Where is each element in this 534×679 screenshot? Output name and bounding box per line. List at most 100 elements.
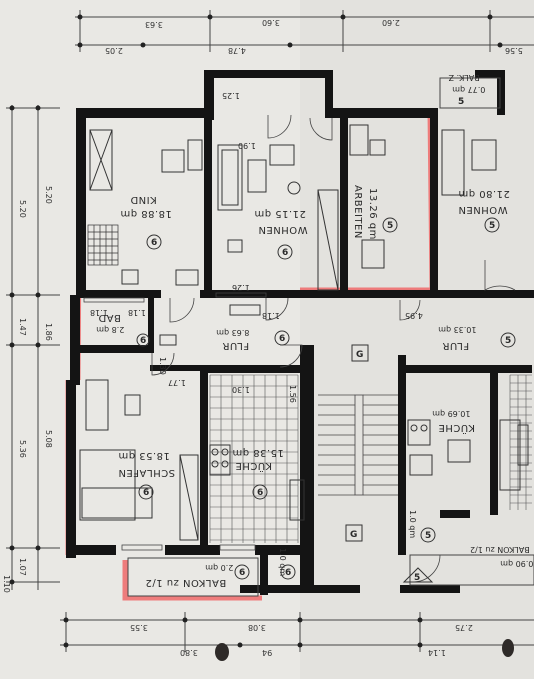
dim-inner-3: 1.26 — [232, 283, 250, 292]
room-abstell-area: 1.0 qm — [278, 548, 287, 576]
room-wohnen: WOHNEN 21.15 qm 6 — [254, 208, 308, 260]
room-wohnen-num: 6 — [282, 248, 288, 258]
dim-bottom-6: 1.14 — [428, 648, 446, 657]
room-arbeiten-badge — [382, 217, 398, 233]
room-kind-area: 18.88 qm — [120, 208, 172, 219]
room-flur-right-name: FLUR — [442, 340, 469, 351]
dim-left-outer-5: 1.10 — [2, 575, 11, 593]
dim-inner-2: 1.90 — [238, 141, 256, 150]
room-wohnen-right-name: WOHNEN — [458, 204, 508, 215]
room-wohnen-right-badge — [484, 217, 500, 233]
room-flur-num: 6 — [279, 334, 285, 344]
room-kueche-num: 6 — [257, 488, 263, 498]
room-kueche-right-area: 10.69 qm — [432, 409, 471, 418]
room-abstell: 1.0 qm 6 — [278, 548, 296, 580]
room-kueche-badge — [252, 484, 268, 500]
room-kind-name: KIND — [130, 194, 157, 205]
dim-left-outer-2: 1.47 — [18, 318, 27, 336]
room-kueche: KÜCHE 15.38 qm 6 — [232, 447, 284, 500]
bathroom-tiles — [87, 224, 119, 266]
furniture — [79, 124, 529, 541]
room-abstell-right-num: 5 — [425, 531, 431, 541]
room-balkon: BALKON zu 1/2 2.0 qm 6 — [145, 563, 250, 588]
room-balkon-right-bottom-num: 5 — [414, 573, 420, 583]
room-arbeiten-name: ARBEITEN — [352, 185, 363, 239]
dim-top-6: 5.56 — [505, 46, 523, 55]
dim-bottom-3: 2.75 — [455, 623, 473, 632]
room-schlafen-num: 6 — [143, 488, 149, 498]
dim-top-1: 3.63 — [145, 20, 163, 29]
room-wohnen-right: WOHNEN 21.80 qm 5 — [458, 188, 510, 233]
window-marks — [83, 292, 267, 551]
dim-bottom-5: 94 — [262, 648, 272, 657]
dim-left-inner-2: 1.86 — [44, 323, 53, 341]
room-balkon-badge — [234, 564, 250, 580]
room-schlafen-badge — [138, 484, 154, 500]
dim-inner-7: 1.77 — [168, 378, 186, 387]
dim-left-inner-3: 5.08 — [44, 430, 53, 448]
dim-inner-8: 1.56 — [288, 385, 297, 403]
room-wohnen-name: WOHNEN — [258, 224, 308, 235]
dim-inner-10: 1.18 — [128, 308, 146, 317]
dim-inner-11: 1.18 — [262, 311, 280, 320]
room-wohnen-badge — [277, 244, 293, 260]
room-kueche-right: KÜCHE 10.69 qm — [432, 409, 475, 435]
dim-left-outer-4: 1.07 — [18, 558, 27, 576]
room-kueche-right-name: KÜCHE — [438, 422, 475, 435]
room-wohnen-area: 21.15 qm — [254, 208, 306, 219]
room-arbeiten-area: 13.26 qm — [367, 188, 378, 240]
dim-inner-6: 4.95 — [405, 311, 423, 320]
room-schlafen-name: SCHLAFEN — [118, 467, 175, 478]
stair-marker-lower-text: G — [350, 530, 357, 540]
room-balkon-right-top-name: BALK. Z — [448, 73, 480, 82]
staircase — [318, 394, 398, 496]
room-balkon-right-top: BALK. Z 0.77 qm 5 — [448, 73, 485, 107]
room-balkon-right-bottom-badge — [402, 567, 434, 583]
stair-marker-text: G — [356, 350, 363, 360]
room-wohnen-right-area: 21.80 qm — [458, 188, 510, 199]
room-balkon-name: BALKON zu 1/2 — [145, 577, 226, 588]
bottom-dimension-dots — [63, 617, 423, 648]
room-flur-right-area: 10.33 qm — [438, 325, 477, 334]
dim-top-3: 2.60 — [382, 18, 400, 27]
kitchen-tiles — [209, 374, 299, 543]
room-schlafen: SCHLAFEN 18.53 qm 6 — [118, 450, 175, 500]
room-arbeiten-num: 5 — [387, 221, 393, 231]
room-bad-name: BAD — [98, 312, 121, 323]
walls — [66, 70, 534, 595]
dim-bottom-1: 3.55 — [130, 623, 148, 632]
room-flur-right-num: 5 — [505, 336, 511, 346]
room-bad-num: 6 — [140, 336, 146, 346]
room-balkon-right-top-num: 5 — [458, 97, 464, 107]
dim-bottom-4: 3.80 — [180, 648, 198, 657]
dim-inner-4: 1.18 — [90, 308, 108, 317]
room-kueche-area: 15.38 qm — [232, 447, 284, 458]
room-abstell-right-area: 1.0 qm — [408, 510, 417, 538]
dim-inner-9: 1.30 — [232, 385, 250, 394]
room-balkon-right-top-area: 0.77 qm — [452, 85, 485, 94]
room-bad-area: 2.8 qm — [96, 325, 124, 334]
dim-top-4: 2.05 — [105, 46, 123, 55]
room-flur-right-badge — [500, 332, 516, 348]
dim-inner-5: 1.30 — [158, 357, 167, 375]
room-balkon-area: 2.0 qm — [205, 563, 233, 572]
left-dimension-dots — [9, 105, 41, 585]
room-balkon-right-bottom-area: 0.90 qm — [500, 559, 533, 568]
punch-hole — [502, 639, 514, 657]
room-balkon-right-bottom-name: BALKON zu 1/2 — [470, 545, 530, 554]
room-flur-name: FLUR — [222, 340, 249, 351]
room-abstell-badge — [280, 564, 296, 580]
dim-left-outer-1: 5.20 — [18, 200, 27, 218]
stair-marker-box — [351, 344, 369, 362]
dim-bottom-2: 3.08 — [248, 623, 266, 632]
room-bad: BAD 2.8 qm 6 — [96, 312, 150, 347]
top-dimension-dots — [77, 14, 503, 48]
dim-top-2: 3.60 — [262, 18, 280, 27]
room-abstell-right-badge — [420, 527, 436, 543]
punch-hole — [215, 643, 229, 661]
room-kind-num: 6 — [151, 238, 157, 248]
dim-top-5: 4.78 — [228, 46, 246, 55]
room-flur-badge — [274, 330, 290, 346]
room-abstell-right: 1.0 qm 5 — [408, 510, 436, 543]
